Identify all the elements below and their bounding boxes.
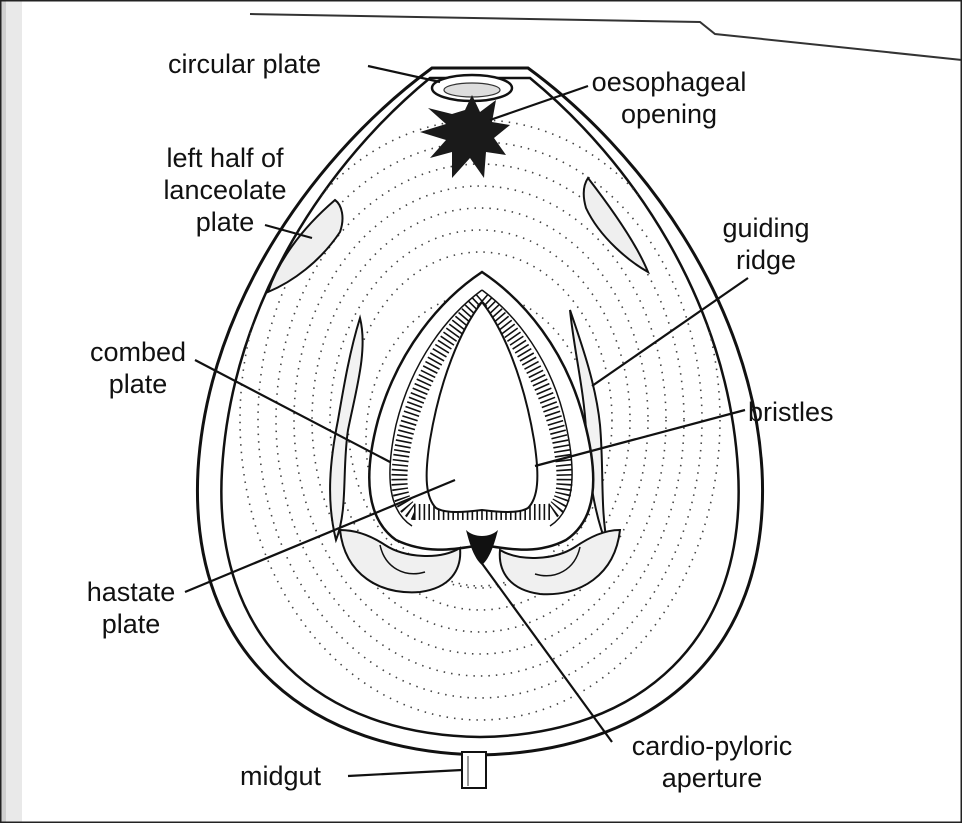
label-guiding-ridge-line2: ridge — [706, 244, 826, 276]
label-oesophageal-opening-line2: opening — [584, 98, 754, 130]
label-midgut: midgut — [240, 760, 321, 792]
label-guiding-ridge-line1: guiding — [706, 212, 826, 244]
label-bristles: bristles — [748, 396, 834, 428]
label-combed-plate: combed plate — [78, 336, 198, 400]
midgut — [462, 752, 486, 788]
label-cardio-pyloric-aperture-line1: cardio-pyloric — [612, 730, 812, 762]
label-guiding-ridge: guiding ridge — [706, 212, 826, 276]
label-cardio-pyloric-aperture: cardio-pyloric aperture — [612, 730, 812, 794]
label-hastate-plate-line1: hastate — [66, 576, 196, 608]
label-combed-plate-line2: plate — [78, 368, 198, 400]
label-combed-plate-line1: combed — [78, 336, 198, 368]
label-hastate-plate-line2: plate — [66, 608, 196, 640]
label-lanceolate-plate: left half of lanceolate plate — [140, 142, 310, 238]
label-oesophageal-opening-line1: oesophageal — [584, 66, 754, 98]
label-lanceolate-plate-line3: plate — [140, 206, 310, 238]
label-oesophageal-opening: oesophageal opening — [584, 66, 754, 130]
label-hastate-plate: hastate plate — [66, 576, 196, 640]
label-lanceolate-plate-line1: left half of — [140, 142, 310, 174]
label-circular-plate: circular plate — [168, 48, 321, 80]
label-cardio-pyloric-aperture-line2: aperture — [612, 762, 812, 794]
label-lanceolate-plate-line2: lanceolate — [140, 174, 310, 206]
